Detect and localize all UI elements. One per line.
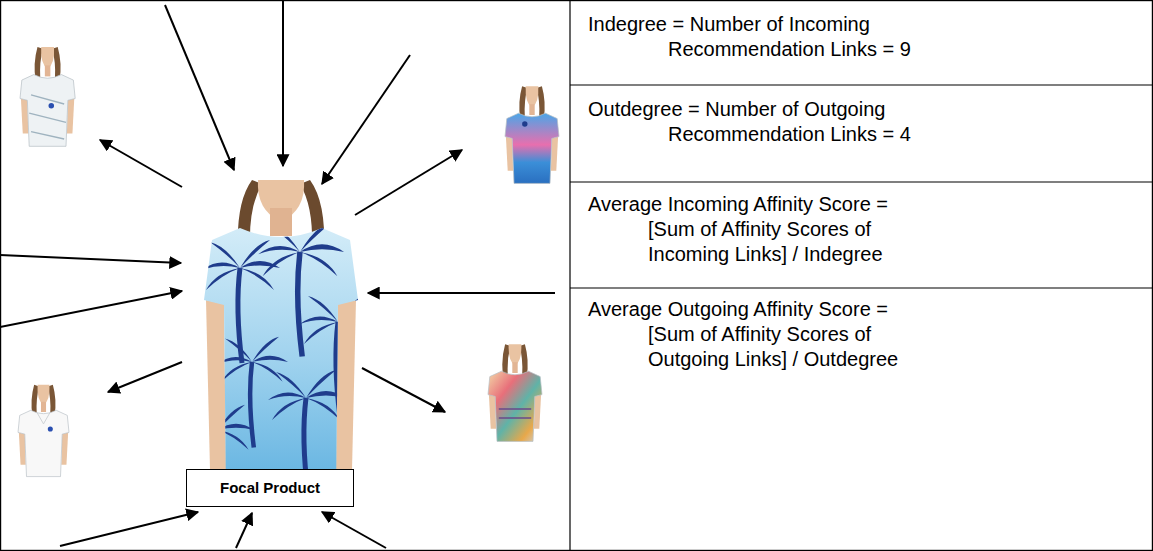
product-image (505, 86, 559, 183)
focal-product-box: Focal Product (186, 469, 354, 507)
product-image (20, 47, 75, 146)
focal-product-image (184, 180, 378, 516)
product-image (18, 385, 69, 477)
table-cell-text: Average Outgoing Affinity Score = [Sum o… (588, 297, 906, 372)
product-image (488, 344, 542, 441)
node-label: Focal Product (220, 479, 320, 497)
incoming-link-arrows (0, 0, 555, 548)
outgoing-link-arrows (100, 140, 462, 412)
table-cell-text: Outdegree = Number of Outgoing Recommend… (588, 97, 968, 147)
table-cell-text: Indegree = Number of Incoming Recommenda… (588, 12, 968, 62)
table-cell-text: Average Incoming Affinity Score = [Sum o… (588, 192, 906, 267)
